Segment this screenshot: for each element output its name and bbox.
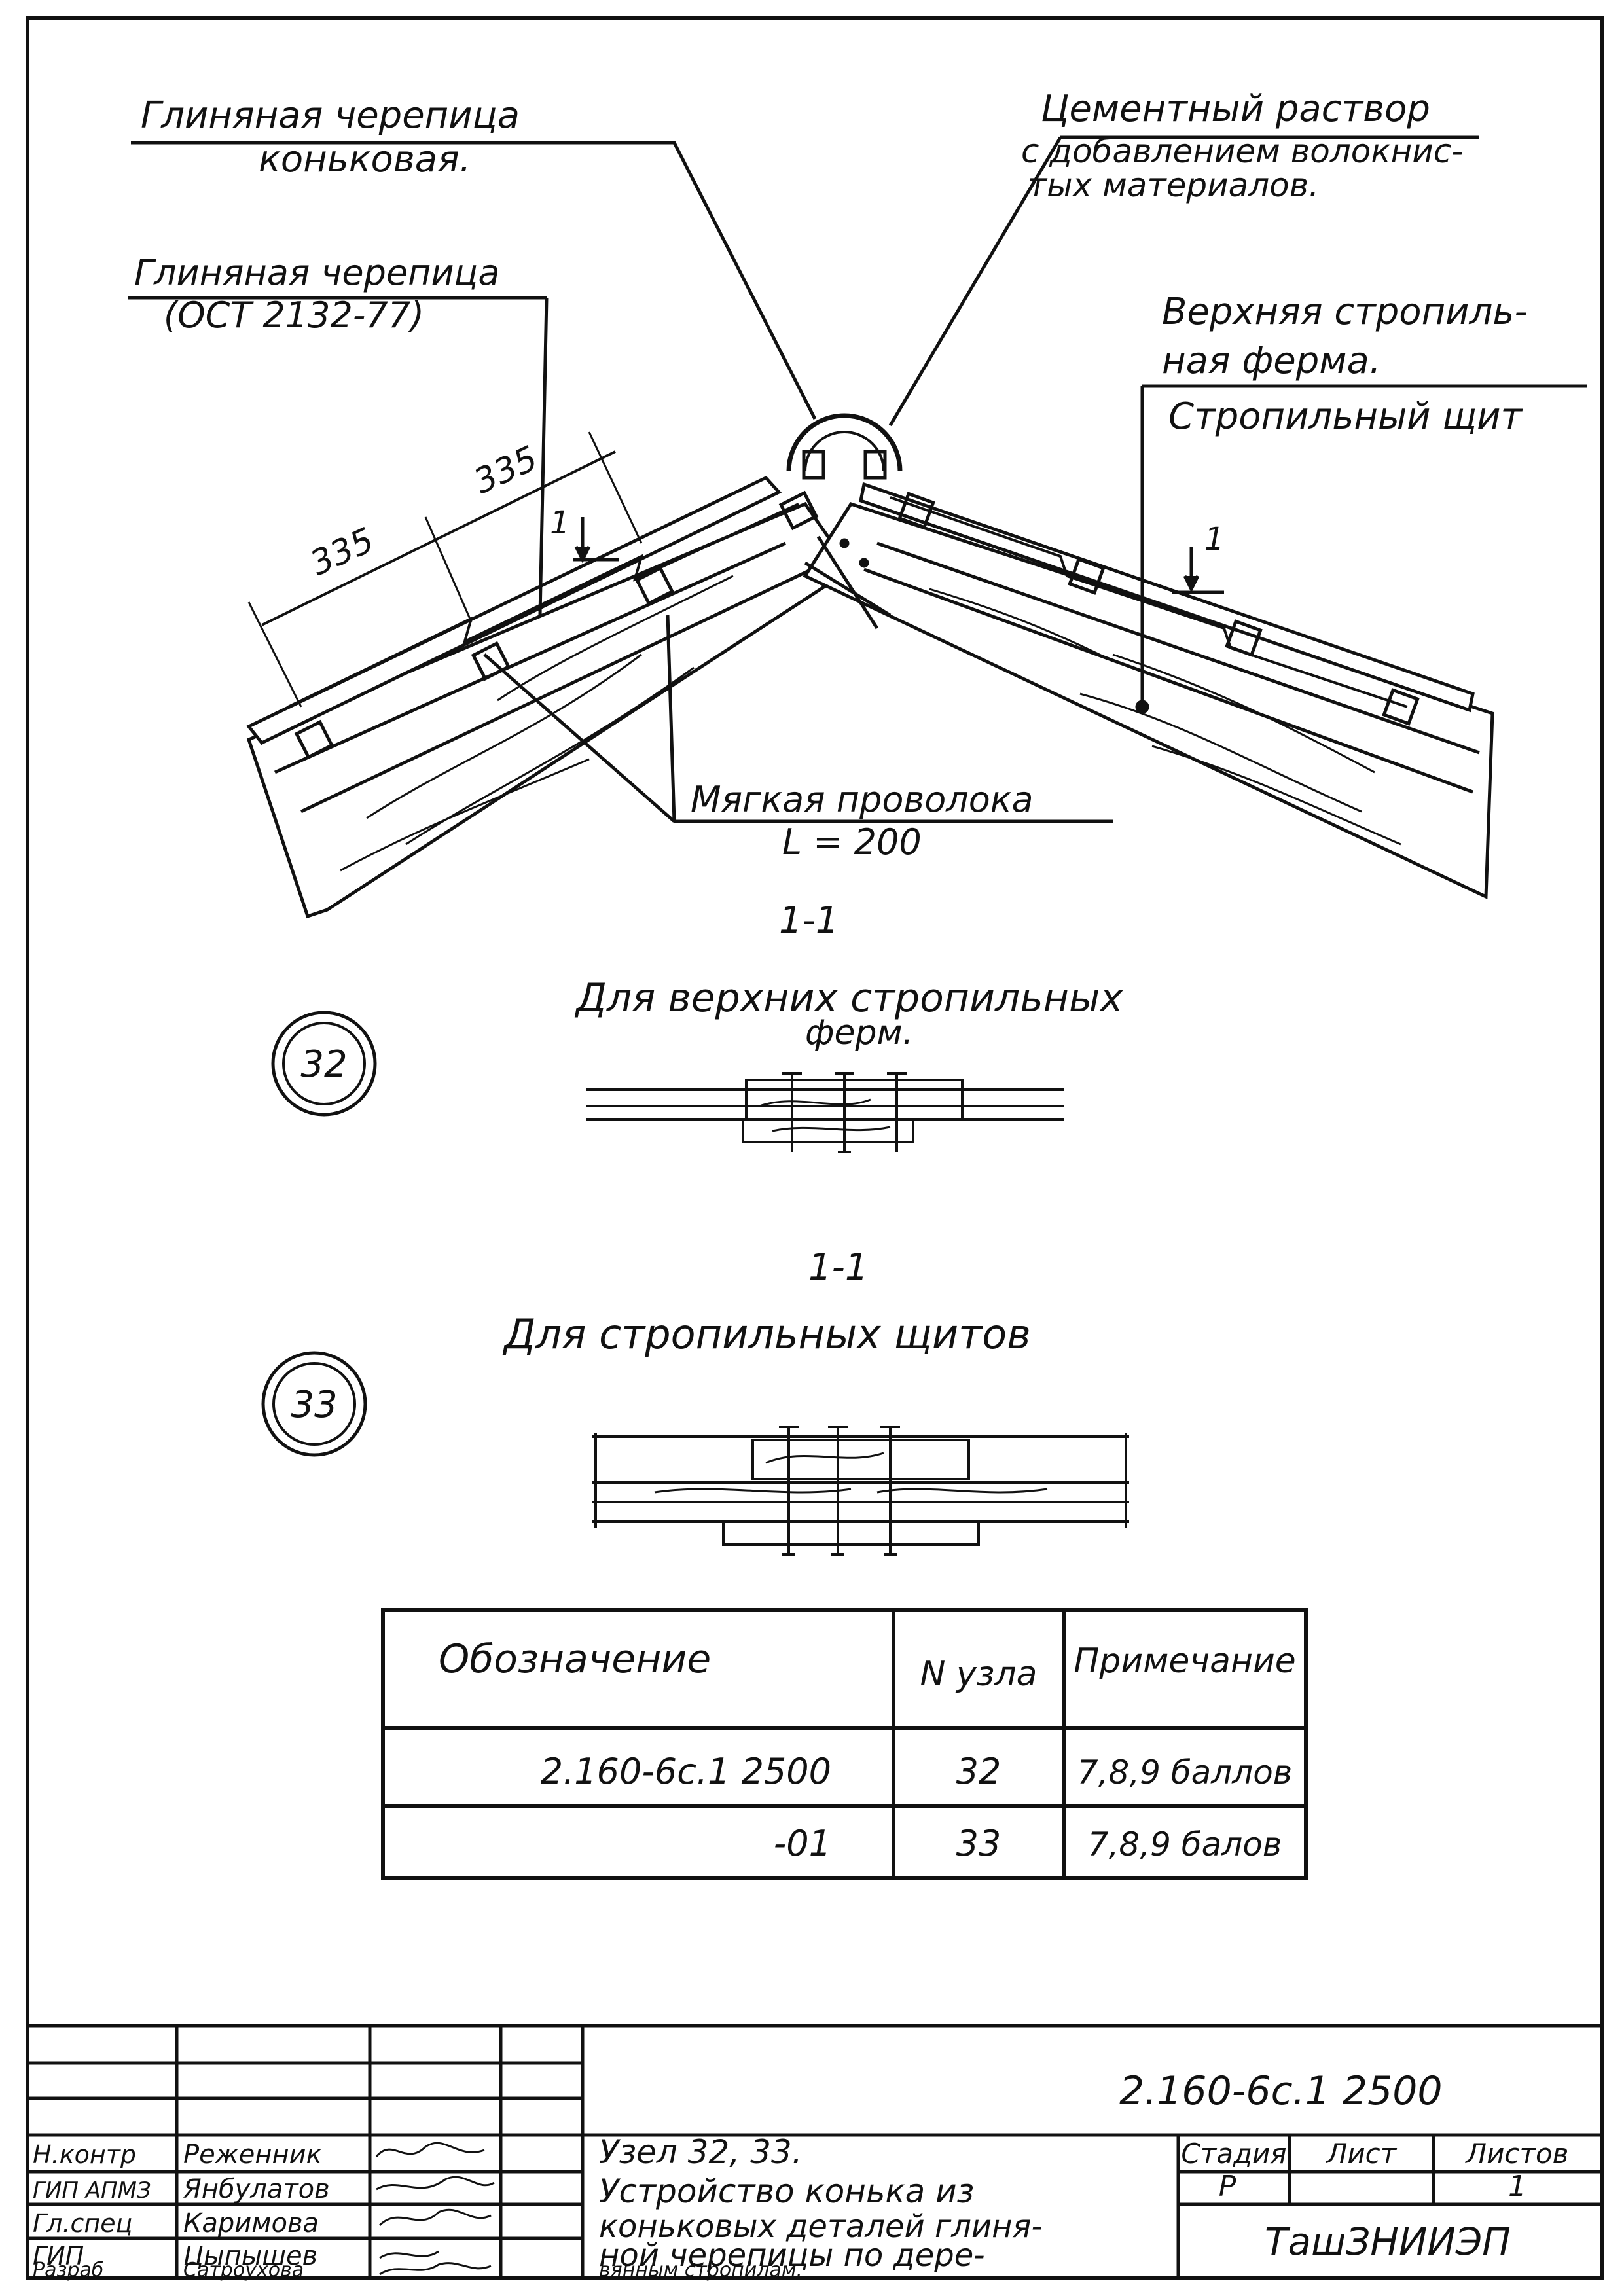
role-2: ГИП АПМЗ — [33, 2178, 151, 2204]
title-block-grid — [27, 2024, 1602, 2278]
name-2: Янбулатов — [183, 2174, 330, 2204]
doc-code: 2.160-6с.1 2500 — [1119, 2068, 1443, 2114]
table-row-1-node: 32 — [956, 1751, 1001, 1792]
section-33-drawing — [592, 1426, 1129, 1556]
stage-value: Р — [1219, 2170, 1236, 2203]
table-row-2-designation: -01 — [774, 1823, 831, 1864]
role-3: Гл.спец — [33, 2209, 133, 2238]
table-header-designation: Обозначение — [439, 1636, 711, 1682]
stage-header: Стадия — [1181, 2138, 1286, 2170]
label-clay-tile-2: (ОСТ 2132-77) — [164, 295, 424, 336]
label-cement-3: тых материалов. — [1028, 166, 1319, 204]
section-33-cut: 1-1 — [808, 1246, 868, 1289]
table-row-2-note: 7,8,9 балов — [1088, 1825, 1282, 1863]
label-wire-1: Мягкая проволока — [691, 779, 1034, 820]
label-truss-2: ная ферма. — [1162, 340, 1381, 382]
label-truss-1: Верхняя стропиль- — [1162, 291, 1528, 333]
label-wire-2: L = 200 — [782, 821, 922, 863]
leader-ridge-tile — [131, 141, 817, 420]
section-32-caption-2: ферм. — [805, 1013, 913, 1052]
role-1: Н.контр — [33, 2140, 136, 2169]
title-line-5: вянным стропилам. — [599, 2259, 803, 2282]
ridge-detail — [128, 135, 1587, 919]
node-33-number: 33 — [291, 1384, 337, 1426]
node-32-number: 32 — [300, 1043, 347, 1086]
label-cement-1: Цементный раствор — [1041, 88, 1430, 130]
role-4: ГИП — [33, 2242, 84, 2270]
label-clay-tile-1: Глиняная черепица — [134, 252, 499, 293]
title-line-1: Узел 32, 33. — [599, 2133, 803, 2171]
label-ridge-tile-2: коньковая. — [259, 138, 471, 181]
node-33-marker — [261, 1351, 367, 1457]
table-row-2-node: 33 — [956, 1823, 1001, 1864]
table-row-1-note: 7,8,9 баллов — [1077, 1753, 1293, 1791]
ridge-tile — [786, 413, 903, 472]
dimension-line — [261, 450, 616, 626]
section-33-caption-1: Для стропильных щитов — [502, 1310, 1031, 1358]
cut-mark-right: 1 — [1204, 521, 1225, 558]
label-cement-2: с добавлением волокнис- — [1021, 132, 1463, 170]
signatures — [375, 2142, 495, 2276]
sheet-frame — [26, 16, 1604, 2280]
spec-table-grid — [381, 1608, 1308, 1880]
sheet-header: Лист — [1326, 2138, 1398, 2170]
organization: ТашЗНИИЭП — [1265, 2219, 1511, 2264]
label-panel: Стропильный щит — [1168, 395, 1523, 438]
title-line-3: коньковых деталей глиня- — [599, 2208, 1043, 2245]
name-1: Реженник — [183, 2140, 322, 2170]
dimension-335-a: 335 — [304, 520, 380, 583]
section-32-cut: 1-1 — [779, 899, 839, 942]
sheets-value: 1 — [1508, 2170, 1526, 2203]
table-header-note: Примечание — [1074, 1641, 1296, 1681]
cut-mark-left: 1 — [550, 505, 570, 541]
sheets-header: Листов — [1465, 2138, 1569, 2170]
name-3: Каримова — [183, 2208, 319, 2238]
title-line-4: ной черепицы по дере- — [599, 2237, 985, 2274]
name-4: Цыпышев — [183, 2241, 317, 2271]
section-32-caption-1: Для верхних стропильных — [574, 975, 1123, 1021]
role-5: Разраб — [33, 2259, 103, 2282]
name-5: Сатроухова — [183, 2259, 304, 2282]
title-line-2: Устройство конька из — [599, 2172, 974, 2210]
table-row-1-designation: 2.160-6с.1 2500 — [541, 1751, 831, 1792]
table-header-node: N узла — [920, 1655, 1038, 1694]
node-32-marker — [271, 1011, 377, 1117]
section-32-drawing — [586, 1072, 1064, 1153]
label-ridge-tile-1: Глиняная черепица — [141, 94, 520, 137]
